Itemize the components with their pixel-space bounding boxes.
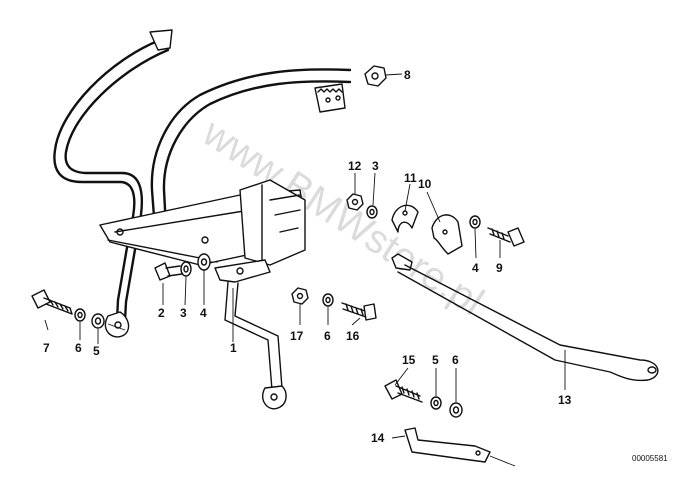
callout-17: 17 bbox=[290, 329, 304, 343]
diagram-code: 00005581 bbox=[632, 454, 668, 463]
callout-16: 16 bbox=[346, 329, 360, 343]
callout-3-upper: 3 bbox=[372, 159, 379, 173]
callout-14: 14 bbox=[371, 431, 385, 445]
callout-5-lower: 5 bbox=[432, 353, 439, 367]
callout-12: 12 bbox=[348, 159, 362, 173]
callout-6: 6 bbox=[75, 341, 82, 355]
part-13-long-rod bbox=[391, 253, 659, 390]
callout-5: 5 bbox=[93, 344, 100, 358]
callout-4-upper: 4 bbox=[472, 261, 479, 275]
bottom-right-hardware-group bbox=[384, 379, 516, 467]
callout-2: 2 bbox=[158, 306, 165, 320]
callout-10: 10 bbox=[418, 177, 432, 191]
callout-labels: 1 2 3 4 5 6 7 8 12 3 11 10 4 9 17 6 16 1… bbox=[43, 68, 572, 445]
hardware-nut-washer-bolt-group bbox=[291, 287, 377, 321]
callout-15: 15 bbox=[402, 353, 416, 367]
part-8-rubber-buffer bbox=[364, 65, 403, 87]
callout-9: 9 bbox=[496, 261, 503, 275]
callout-13: 13 bbox=[558, 393, 572, 407]
callout-3: 3 bbox=[180, 306, 187, 320]
left-hardware-bolt-group bbox=[31, 289, 126, 331]
callout-1: 1 bbox=[230, 341, 237, 355]
callout-7: 7 bbox=[43, 341, 50, 355]
callout-11: 11 bbox=[404, 171, 417, 185]
middle-hardware-bolt-group bbox=[154, 253, 218, 281]
seat-frame-tube-rear bbox=[53, 29, 173, 338]
upper-right-hardware-group bbox=[346, 193, 525, 255]
callout-4: 4 bbox=[200, 306, 207, 320]
leader-lines bbox=[44, 172, 501, 439]
callout-8: 8 bbox=[404, 68, 411, 82]
lock-bracket-assembly bbox=[99, 179, 306, 410]
seat-frame-tube-front bbox=[150, 68, 352, 232]
callout-6-lower: 6 bbox=[452, 353, 459, 367]
callout-6-mid: 6 bbox=[324, 329, 331, 343]
